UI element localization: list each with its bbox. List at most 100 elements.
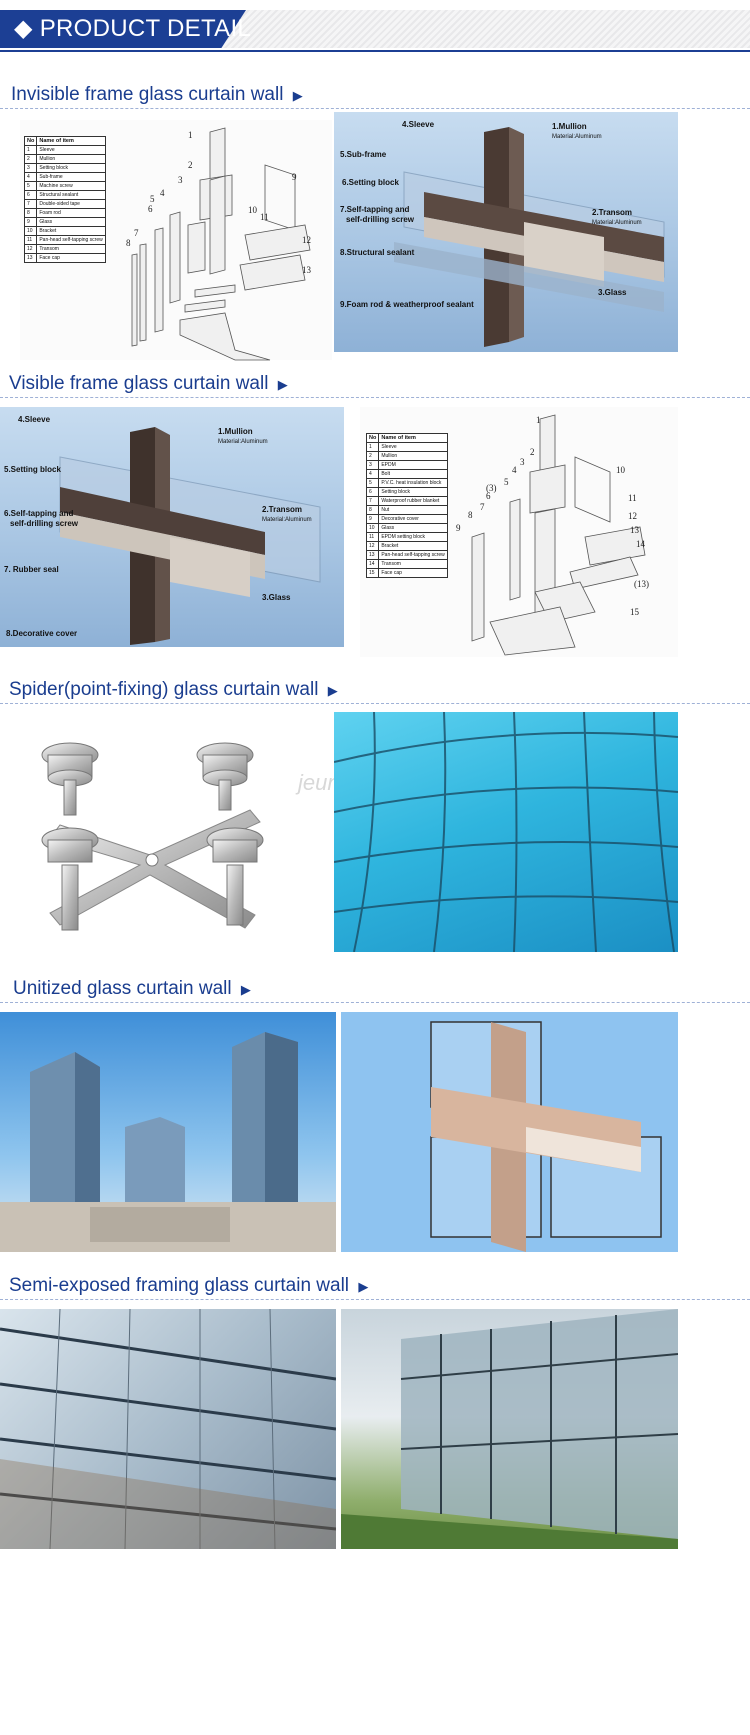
callout-mullion-material: Material:Aluminum xyxy=(552,134,602,140)
callout-number: 2 xyxy=(188,160,193,170)
semi-exposed-facade-photo-right xyxy=(341,1309,678,1549)
callout-number: 7 xyxy=(134,228,139,238)
spider-fitting-image xyxy=(41,742,264,931)
callout-transom: 2.Transom xyxy=(592,208,633,217)
callout-number: 11 xyxy=(628,493,637,503)
callout-sleeve: 4.Sleeve xyxy=(18,415,51,424)
section-divider xyxy=(0,1002,750,1003)
curtain-wall-section-drawing xyxy=(394,127,665,347)
callout-number: 13 xyxy=(302,265,311,275)
callout-number: 1 xyxy=(188,130,193,140)
exploded-parts-drawing xyxy=(131,127,311,361)
section-title-text: Spider(point-fixing) glass curtain wall xyxy=(9,679,319,700)
callout-number: 7 xyxy=(480,502,485,512)
callout-number: 6 xyxy=(486,491,491,501)
callout-number: 8 xyxy=(126,238,131,248)
section-title-text: Invisible frame glass curtain wall xyxy=(11,84,284,105)
skyline-drawing xyxy=(0,1032,336,1252)
callout-structural-sealant: 8.Structural sealant xyxy=(340,248,415,257)
header-divider xyxy=(0,50,750,52)
unitized-building-photo xyxy=(0,1012,336,1252)
callout-number: 2 xyxy=(530,447,535,457)
callout-number: 5 xyxy=(150,194,155,204)
section-heading-unitized: Unitized glass curtain wall ▶ xyxy=(13,978,251,1000)
callout-number: 12 xyxy=(302,235,311,245)
table-cell-name: Face cap xyxy=(378,568,448,578)
table-cell-number: 13 xyxy=(23,253,38,263)
callout-transom-material: Material:Aluminum xyxy=(262,517,312,523)
callout-transom-material: Material:Aluminum xyxy=(592,220,642,226)
callout-mullion: 1.Mullion xyxy=(552,122,587,131)
glass-grid-drawing xyxy=(334,712,678,952)
unitized-section-rendering xyxy=(341,1012,678,1252)
callout-number: 11 xyxy=(260,212,269,222)
section-divider xyxy=(0,397,750,398)
callout-number: 14 xyxy=(636,539,645,549)
exploded-parts-drawing xyxy=(471,414,646,656)
callout-number: 8 xyxy=(468,510,473,520)
callout-number: 9 xyxy=(456,523,461,533)
callout-number: (3) xyxy=(486,483,497,493)
section-divider xyxy=(0,703,750,704)
callout-rubber-seal: 7. Rubber seal xyxy=(4,565,59,574)
callout-mullion: 1.Mullion xyxy=(218,427,253,436)
section-heading-visible-frame: Visible frame glass curtain wall ▶ xyxy=(9,373,288,395)
callout-number: 3 xyxy=(520,457,525,467)
point-fixed-glass-facade-image xyxy=(334,712,678,952)
callout-number: 3 xyxy=(178,175,183,185)
section-heading-spider: Spider(point-fixing) glass curtain wall … xyxy=(9,679,338,701)
rendering-invisible-frame: 4.Sleeve 1.Mullion Material:Aluminum 5.S… xyxy=(334,112,678,352)
table-cell-number: 15 xyxy=(365,568,380,578)
callout-number: (13) xyxy=(634,579,649,589)
curved-facade-drawing xyxy=(341,1309,678,1549)
callout-number: 12 xyxy=(628,511,637,521)
table-cell-name: Face cap xyxy=(36,253,106,263)
callout-number: 6 xyxy=(148,204,153,214)
play-arrow-icon: ▶ xyxy=(358,1279,369,1294)
callout-foam-rod: 9.Foam rod & weatherproof sealant xyxy=(340,300,474,309)
callout-screw: 6.Self-tapping and xyxy=(4,509,74,518)
unitized-profile-drawing xyxy=(430,1021,662,1252)
callout-setting-block: 6.Setting block xyxy=(342,178,399,187)
callout-number: 10 xyxy=(248,205,257,215)
callout-subframe: 5.Sub-frame xyxy=(340,150,387,159)
section-title-text: Semi-exposed framing glass curtain wall xyxy=(9,1275,350,1296)
section-title-text: Visible frame glass curtain wall xyxy=(9,373,269,394)
section-heading-invisible-frame: Invisible frame glass curtain wall ▶ xyxy=(11,84,303,106)
section-divider xyxy=(0,108,750,109)
callout-mullion-material: Material:Aluminum xyxy=(218,439,268,445)
callout-screw-2: self-drilling screw xyxy=(10,519,79,528)
semi-exposed-facade-photo-left xyxy=(0,1309,336,1549)
play-arrow-icon: ▶ xyxy=(277,377,288,392)
callout-number: 13 xyxy=(630,525,639,535)
callout-number: 9 xyxy=(292,172,297,182)
header-banner-accent xyxy=(0,10,246,48)
page-title: ◆ PRODUCT DETAIL xyxy=(14,15,252,42)
callout-number: 4 xyxy=(512,465,517,475)
callout-screw-2: self-drilling screw xyxy=(346,215,415,224)
section-heading-semi-exposed: Semi-exposed framing glass curtain wall … xyxy=(9,1275,368,1297)
play-arrow-icon: ▶ xyxy=(327,683,338,698)
callout-number: 1 xyxy=(536,415,541,425)
callout-number: 5 xyxy=(504,477,509,487)
callout-sleeve: 4.Sleeve xyxy=(402,120,435,129)
callout-glass: 3.Glass xyxy=(598,288,627,297)
callout-setting-block: 5.Setting block xyxy=(4,465,61,474)
callout-transom: 2.Transom xyxy=(262,505,303,514)
callout-glass: 3.Glass xyxy=(262,593,291,602)
section-title-text: Unitized glass curtain wall xyxy=(13,978,232,999)
callout-number: 4 xyxy=(160,188,165,198)
section-divider xyxy=(0,1299,750,1300)
callout-number: 10 xyxy=(616,465,625,475)
play-arrow-icon: ▶ xyxy=(292,88,303,103)
callout-number: 15 xyxy=(630,607,639,617)
callout-decorative-cover: 8.Decorative cover xyxy=(6,629,78,638)
callout-screw: 7.Self-tapping and xyxy=(340,205,410,214)
facade-grid-drawing xyxy=(0,1309,336,1549)
curtain-wall-section-drawing xyxy=(59,427,321,645)
